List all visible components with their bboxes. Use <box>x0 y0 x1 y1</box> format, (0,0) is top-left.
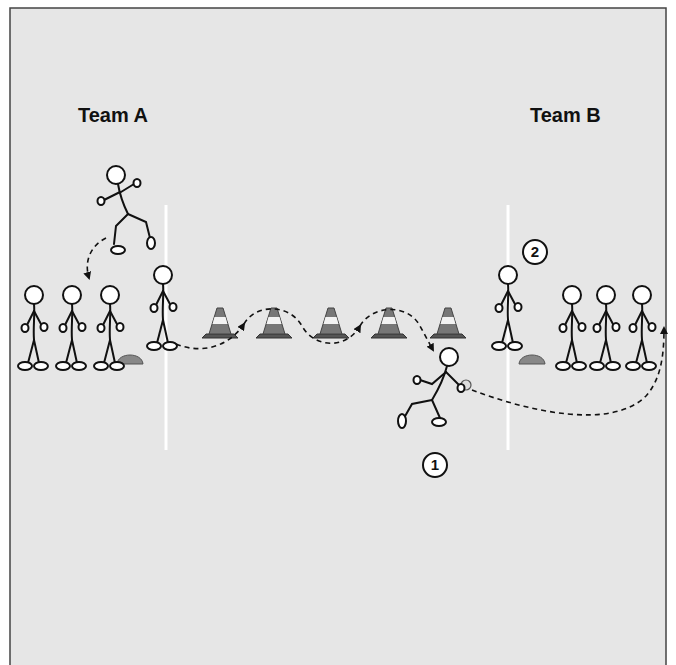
player <box>492 266 522 350</box>
callout-number: 2 <box>522 239 548 265</box>
dome-marker <box>519 355 545 364</box>
running-player <box>398 348 471 428</box>
player <box>94 286 124 370</box>
run-path <box>176 324 244 349</box>
run-path <box>360 309 433 350</box>
player <box>18 286 48 370</box>
rotate-path <box>87 238 106 278</box>
return-path <box>472 328 664 415</box>
callout-number: 1 <box>422 452 448 478</box>
cone <box>313 308 349 338</box>
cone <box>430 308 466 338</box>
player <box>56 286 86 370</box>
cone <box>202 308 238 338</box>
team-label: Team B <box>530 104 601 127</box>
team-label: Team A <box>78 104 148 127</box>
player <box>590 286 620 370</box>
player <box>626 286 656 370</box>
run-path <box>244 309 360 343</box>
jumping-player <box>98 166 156 254</box>
player <box>147 266 177 350</box>
player <box>556 286 586 370</box>
